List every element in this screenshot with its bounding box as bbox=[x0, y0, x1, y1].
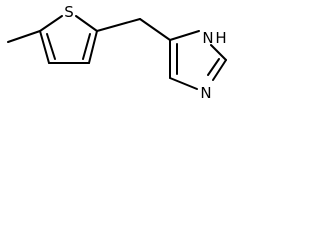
bond-s-c2 bbox=[75, 15, 98, 32]
bond-c5-s bbox=[39, 15, 63, 32]
sulfur-label: S bbox=[64, 3, 74, 21]
bond-ch2-c4 bbox=[139, 18, 171, 41]
bond-c2-n3-inner bbox=[207, 58, 220, 76]
nh-nitrogen-label: N bbox=[202, 29, 213, 47]
methylene-linker bbox=[96, 18, 171, 41]
bond-c5-n3 bbox=[169, 77, 198, 90]
bond-c2-ch2 bbox=[96, 18, 141, 32]
nh-hydrogen-label: H bbox=[215, 29, 226, 47]
thiophene-ring bbox=[7, 15, 98, 64]
imine-nitrogen-label: N bbox=[200, 84, 211, 102]
bond-c3-c2-inner bbox=[82, 33, 91, 60]
chemical-structure: S N H N bbox=[7, 3, 227, 102]
bond-c4-n1 bbox=[169, 30, 200, 41]
bond-c5-c4 bbox=[39, 30, 50, 64]
bond-c2-n3 bbox=[212, 59, 227, 81]
imidazole-ring bbox=[169, 30, 227, 90]
methyl-bond bbox=[7, 30, 41, 43]
bond-n1-c2 bbox=[210, 44, 227, 61]
bond-c3-c2 bbox=[88, 30, 98, 64]
bond-c5-c4-inner bbox=[46, 33, 56, 60]
